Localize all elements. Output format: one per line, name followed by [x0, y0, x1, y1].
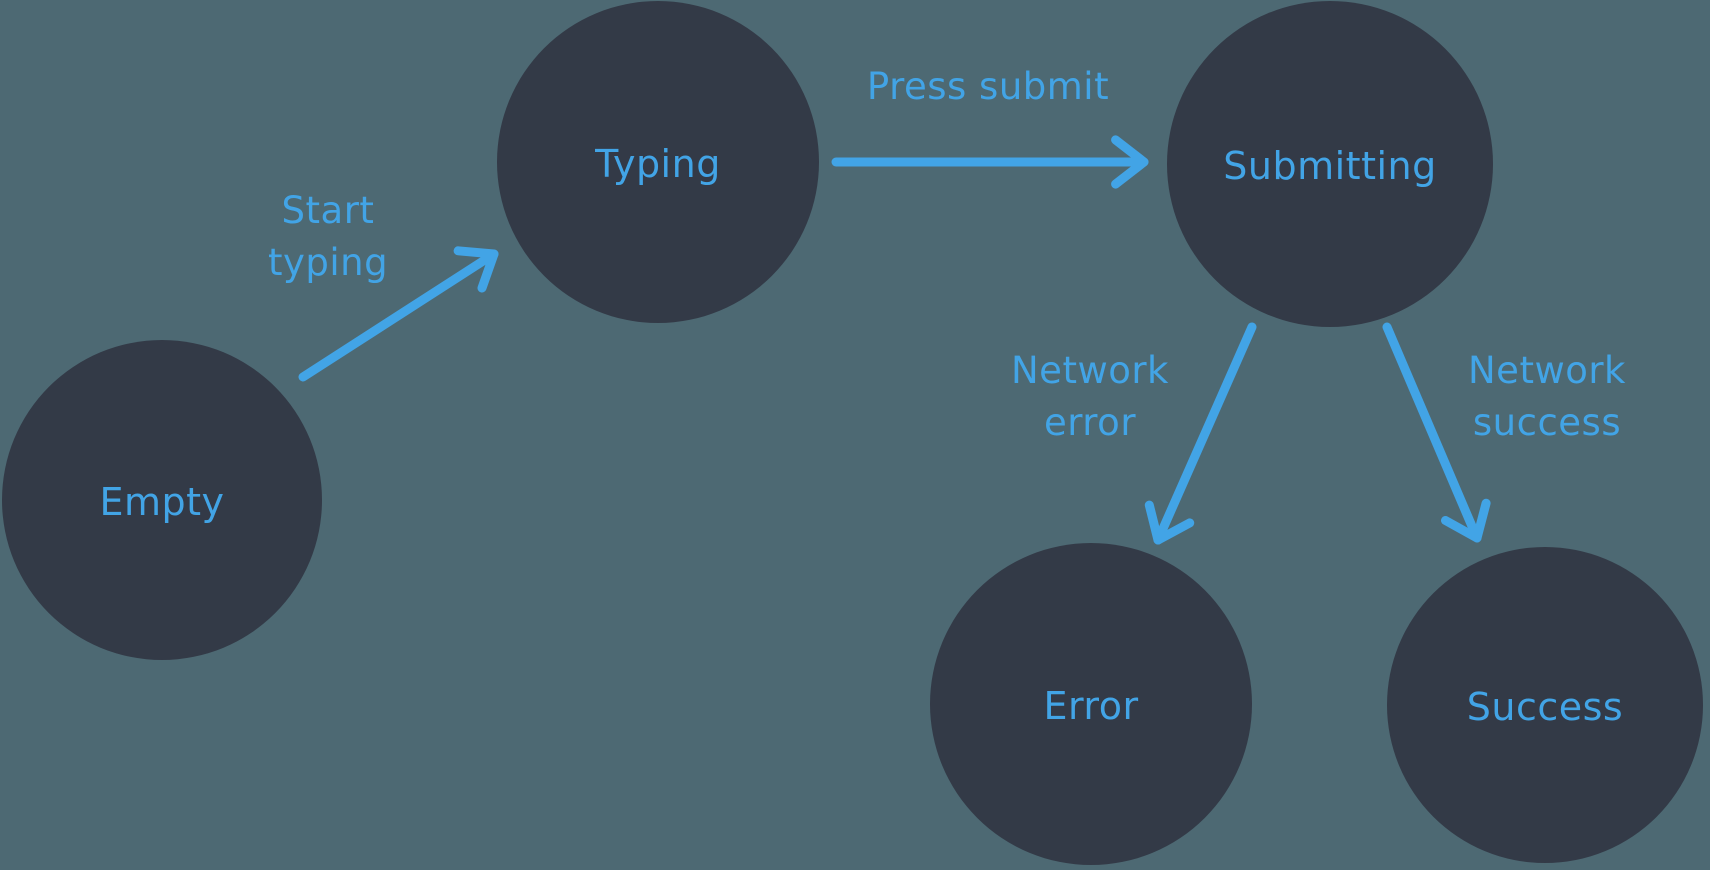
state-node-submitting: Submitting	[1167, 1, 1493, 327]
state-node-empty: Empty	[2, 340, 322, 660]
transition-line-start-typing	[298, 249, 499, 382]
state-label-error: Error	[1043, 684, 1139, 728]
transition-label-press-submit: Press submit	[866, 65, 1110, 109]
arrowhead-icon	[1111, 135, 1149, 189]
state-label-empty: Empty	[99, 480, 225, 524]
transition-network-success	[1382, 322, 1491, 543]
transition-start-typing	[298, 246, 499, 382]
transition-press-submit	[831, 135, 1149, 189]
transition-label-network-error: Network error	[1011, 349, 1169, 444]
state-label-submitting: Submitting	[1223, 144, 1437, 188]
arrowhead-icon	[1144, 500, 1195, 545]
transition-label-network-success: Network success	[1468, 349, 1626, 444]
state-node-typing: Typing	[497, 1, 819, 323]
state-node-success: Success	[1387, 547, 1703, 863]
transition-label-start-typing: Start typing	[267, 189, 389, 284]
state-label-success: Success	[1466, 685, 1624, 729]
transition-line-network-error	[1153, 322, 1257, 545]
transition-network-error	[1144, 322, 1257, 545]
state-node-error: Error	[930, 543, 1252, 865]
arrowhead-icon	[453, 246, 499, 293]
state-label-typing: Typing	[595, 142, 721, 186]
transition-line-network-success	[1382, 322, 1482, 543]
arrowhead-icon	[1441, 498, 1491, 543]
